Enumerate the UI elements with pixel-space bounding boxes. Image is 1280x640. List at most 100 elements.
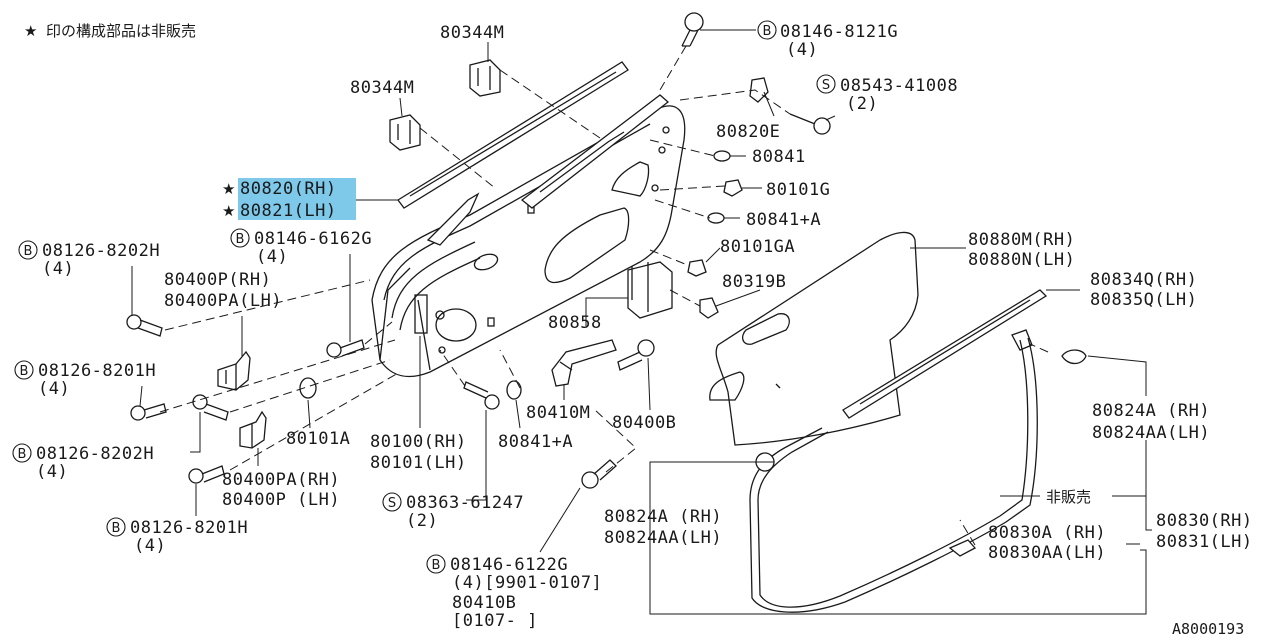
marker-B-08126-8201H-b: B xyxy=(106,517,126,537)
marker-B-08126-8201H-a: B xyxy=(14,360,34,380)
bolt-08126-8201H-bottom xyxy=(188,465,225,484)
callout-80101GA: 80101GA xyxy=(720,237,795,257)
callout-08363-61247: 08363-61247 xyxy=(406,493,524,513)
marker-B-08146-8121G: B xyxy=(757,20,777,40)
callout-80841A-left: 80841+A xyxy=(498,432,573,452)
clip-80344M-mid xyxy=(389,114,421,151)
callout-80834Q: 80834Q(RH) xyxy=(1090,270,1197,290)
callout-80400P-rh: 80400P(RH) xyxy=(164,270,271,290)
callout-08543-41008: 08543-41008 xyxy=(840,76,958,96)
callout-non-sale: 非販売 xyxy=(1046,488,1091,506)
svg-text:B: B xyxy=(236,232,245,247)
star-80821: ★ xyxy=(222,202,235,220)
callout-80400PA-lh: 80400PA(LH) xyxy=(164,291,282,311)
marker-B-08126-8202H-b: B xyxy=(12,443,32,463)
callout-80820E: 80820E xyxy=(716,122,780,142)
callout-80824A-left: 80824A (RH) xyxy=(604,507,722,527)
callout-08146-6162G: 08146-6162G xyxy=(254,229,372,249)
svg-text:B: B xyxy=(20,364,29,379)
callout-08146-8121G: 08146-8121G xyxy=(780,22,898,42)
plug-80841 xyxy=(713,150,731,162)
weatherstrip-80834Q xyxy=(842,289,1048,419)
callout-08126-8202H-b-qty: (4) xyxy=(36,462,68,482)
hinge-80400P xyxy=(217,350,251,391)
grommet-80101A xyxy=(299,377,317,399)
svg-text:B: B xyxy=(763,24,772,39)
callout-80841: 80841 xyxy=(752,147,806,167)
callout-80821: 80821(LH) xyxy=(240,201,337,221)
callout-80831: 80831(LH) xyxy=(1156,532,1253,552)
star-80820: ★ xyxy=(222,180,235,198)
callout-80841A-right: 80841+A xyxy=(746,210,821,230)
module-80858 xyxy=(627,261,673,319)
callout-80410B: 80410B xyxy=(452,593,516,613)
bolt-08363-61247 xyxy=(463,381,500,410)
svg-text:B: B xyxy=(18,447,27,462)
marker-S-08543-41008: S xyxy=(816,74,836,94)
bolt-08126-8202H-top xyxy=(126,314,163,337)
callout-80830AA: 80830AA(LH) xyxy=(988,543,1106,563)
legend-star: ★ xyxy=(24,22,37,40)
callout-80400P-lh: 80400P (LH) xyxy=(222,490,340,510)
clip-80101G xyxy=(723,179,743,197)
svg-text:B: B xyxy=(24,244,33,259)
hinge-80400PA xyxy=(239,410,267,449)
bolt-08126-8202H-bottom xyxy=(192,394,229,421)
trim-panel-80880 xyxy=(709,231,919,446)
callout-80400PA-rh: 80400PA(RH) xyxy=(222,470,340,490)
svg-text:B: B xyxy=(432,558,441,573)
callout-80880N: 80880N(LH) xyxy=(968,250,1075,270)
callout-80410M: 80410M xyxy=(526,403,590,423)
callout-80319B: 80319B xyxy=(722,272,786,292)
callout-80410B-range: [0107- ] xyxy=(452,611,538,631)
callout-80101A: 80101A xyxy=(286,429,350,449)
callout-08126-8201H-b: 08126-8201H xyxy=(130,518,248,538)
callout-08126-8202H-a: 08126-8202H xyxy=(42,241,160,261)
clip-80830A xyxy=(948,539,977,557)
callout-80835Q: 80835Q(LH) xyxy=(1090,290,1197,310)
callout-80830A: 80830A (RH) xyxy=(988,523,1106,543)
bolt-08146-8121G xyxy=(681,12,704,47)
callout-08126-8202H-b: 08126-8202H xyxy=(36,444,154,464)
callout-08543-41008-qty: (2) xyxy=(846,94,878,114)
svg-text:S: S xyxy=(388,496,396,511)
assembly-lines xyxy=(159,45,1049,546)
callout-80824AA-right: 80824AA(LH) xyxy=(1092,423,1210,443)
window-frame-strip xyxy=(397,61,670,209)
callout-80344M-top: 80344M xyxy=(440,23,504,43)
callout-08126-8201H-a: 08126-8201H xyxy=(38,361,156,381)
marker-B-08126-8202H-a: B xyxy=(18,240,38,260)
clip-80344M-top xyxy=(469,59,501,97)
callout-08146-6122G: 08146-6122G xyxy=(450,555,568,575)
striker-80410M xyxy=(551,339,617,387)
callout-80100: 80100(RH) xyxy=(370,432,467,452)
plug-80841A-right xyxy=(707,212,725,224)
bolt-08126-8201H-top xyxy=(130,403,167,421)
callout-80830: 80830(RH) xyxy=(1156,511,1253,531)
callout-08126-8201H-b-qty: (4) xyxy=(134,536,166,556)
callout-80824A-right: 80824A (RH) xyxy=(1092,401,1210,421)
callout-08126-8201H-a-qty: (4) xyxy=(38,379,70,399)
door-shell xyxy=(371,105,686,378)
callout-08146-6122G-qty: (4)[9901-0107] xyxy=(452,573,602,593)
diagram-code: A8000193 xyxy=(1172,620,1244,638)
clip-80101GA xyxy=(687,259,707,277)
callout-80858: 80858 xyxy=(548,313,602,333)
callout-80344M-mid: 80344M xyxy=(350,78,414,98)
callouts: 80344M 80344M 08146-8121G (4) 08543-4100… xyxy=(36,22,1253,638)
callout-80101: 80101(LH) xyxy=(370,453,467,473)
bolt-80400B xyxy=(617,339,655,371)
clip-80824A-right xyxy=(1061,349,1087,365)
callout-80824AA-left: 80824AA(LH) xyxy=(604,528,722,548)
callout-80400B: 80400B xyxy=(612,413,676,433)
svg-text:B: B xyxy=(112,521,121,536)
callout-08126-8202H-a-qty: (4) xyxy=(42,259,74,279)
callout-08363-61247-qty: (2) xyxy=(406,511,438,531)
legend-text: 印の構成部品は非販売 xyxy=(46,22,196,40)
callout-80880M: 80880M(RH) xyxy=(968,230,1075,250)
callout-80820: 80820(RH) xyxy=(240,179,337,199)
screw-08543-41008 xyxy=(789,113,831,135)
callout-08146-6162G-qty: (4) xyxy=(256,247,288,267)
